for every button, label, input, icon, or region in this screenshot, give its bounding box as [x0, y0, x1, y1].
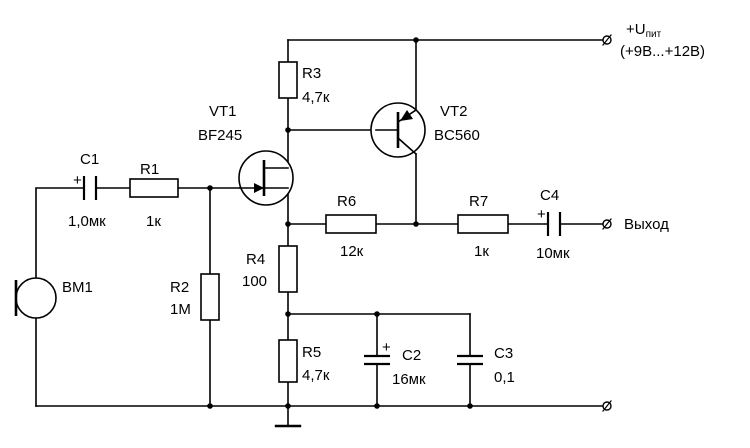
c3-ref: C3	[494, 345, 513, 362]
resistor-r2	[200, 273, 220, 321]
resistor-r1	[129, 178, 179, 198]
r5-value: 4,7к	[302, 367, 330, 384]
resistor-r3	[278, 61, 298, 99]
c2-ref: C2	[402, 347, 421, 364]
r1-value: 1к	[146, 213, 161, 230]
supply-terminal	[602, 34, 612, 46]
microphone-bm1	[14, 277, 57, 319]
junction-dots	[207, 37, 473, 409]
c2-value: 16мк	[392, 371, 426, 388]
transistor-vt2	[370, 102, 426, 158]
resistor-r6	[325, 214, 377, 234]
transistor-vt1	[238, 150, 294, 206]
capacitor-c1	[82, 176, 98, 200]
c4-ref: C4	[540, 187, 559, 204]
ground-terminal	[602, 400, 612, 412]
r2-ref: R2	[170, 279, 189, 296]
terminals	[602, 34, 612, 412]
r4-value: 100	[242, 273, 267, 290]
r2-value: 1М	[170, 301, 191, 318]
c3-value: 0,1	[494, 369, 515, 386]
c2-polarity: +	[382, 339, 391, 356]
vt2-ref: VT2	[440, 103, 468, 120]
r3-ref: R3	[302, 65, 321, 82]
bm1-ref: BM1	[62, 279, 93, 296]
resistor-r4	[278, 245, 298, 293]
resistor-r5	[278, 339, 298, 383]
c1-value: 1,0мк	[68, 213, 106, 230]
r7-ref: R7	[469, 193, 488, 210]
r3-value: 4,7к	[302, 89, 330, 106]
output-terminal	[602, 218, 612, 230]
vt2-type: BC560	[434, 127, 480, 144]
emitter-arrow	[400, 110, 413, 121]
gate-arrow	[254, 183, 264, 193]
c1-ref: C1	[80, 151, 99, 168]
capacitor-c2	[364, 354, 390, 366]
c4-polarity: +	[537, 206, 546, 223]
r1-ref: R1	[140, 161, 159, 178]
capacitor-c3	[457, 354, 483, 366]
resistor-r7	[457, 214, 509, 234]
r7-value: 1к	[474, 243, 489, 260]
supply-label-sub: пит	[646, 29, 662, 40]
c4-value: 10мк	[536, 245, 570, 262]
output-label: Выход	[624, 216, 669, 233]
r4-ref: R4	[246, 251, 265, 268]
supply-label-prefix: +U	[626, 21, 646, 38]
vt1-type: BF245	[198, 127, 242, 144]
r6-ref: R6	[337, 193, 356, 210]
vt1-ref: VT1	[209, 103, 237, 120]
supply-range: (+9В...+12В)	[620, 43, 705, 60]
supply-label: +Uпит	[626, 21, 662, 40]
r5-ref: R5	[302, 344, 321, 361]
capacitor-c4	[546, 212, 562, 236]
c1-polarity: +	[73, 172, 82, 189]
r6-value: 12к	[340, 243, 364, 260]
